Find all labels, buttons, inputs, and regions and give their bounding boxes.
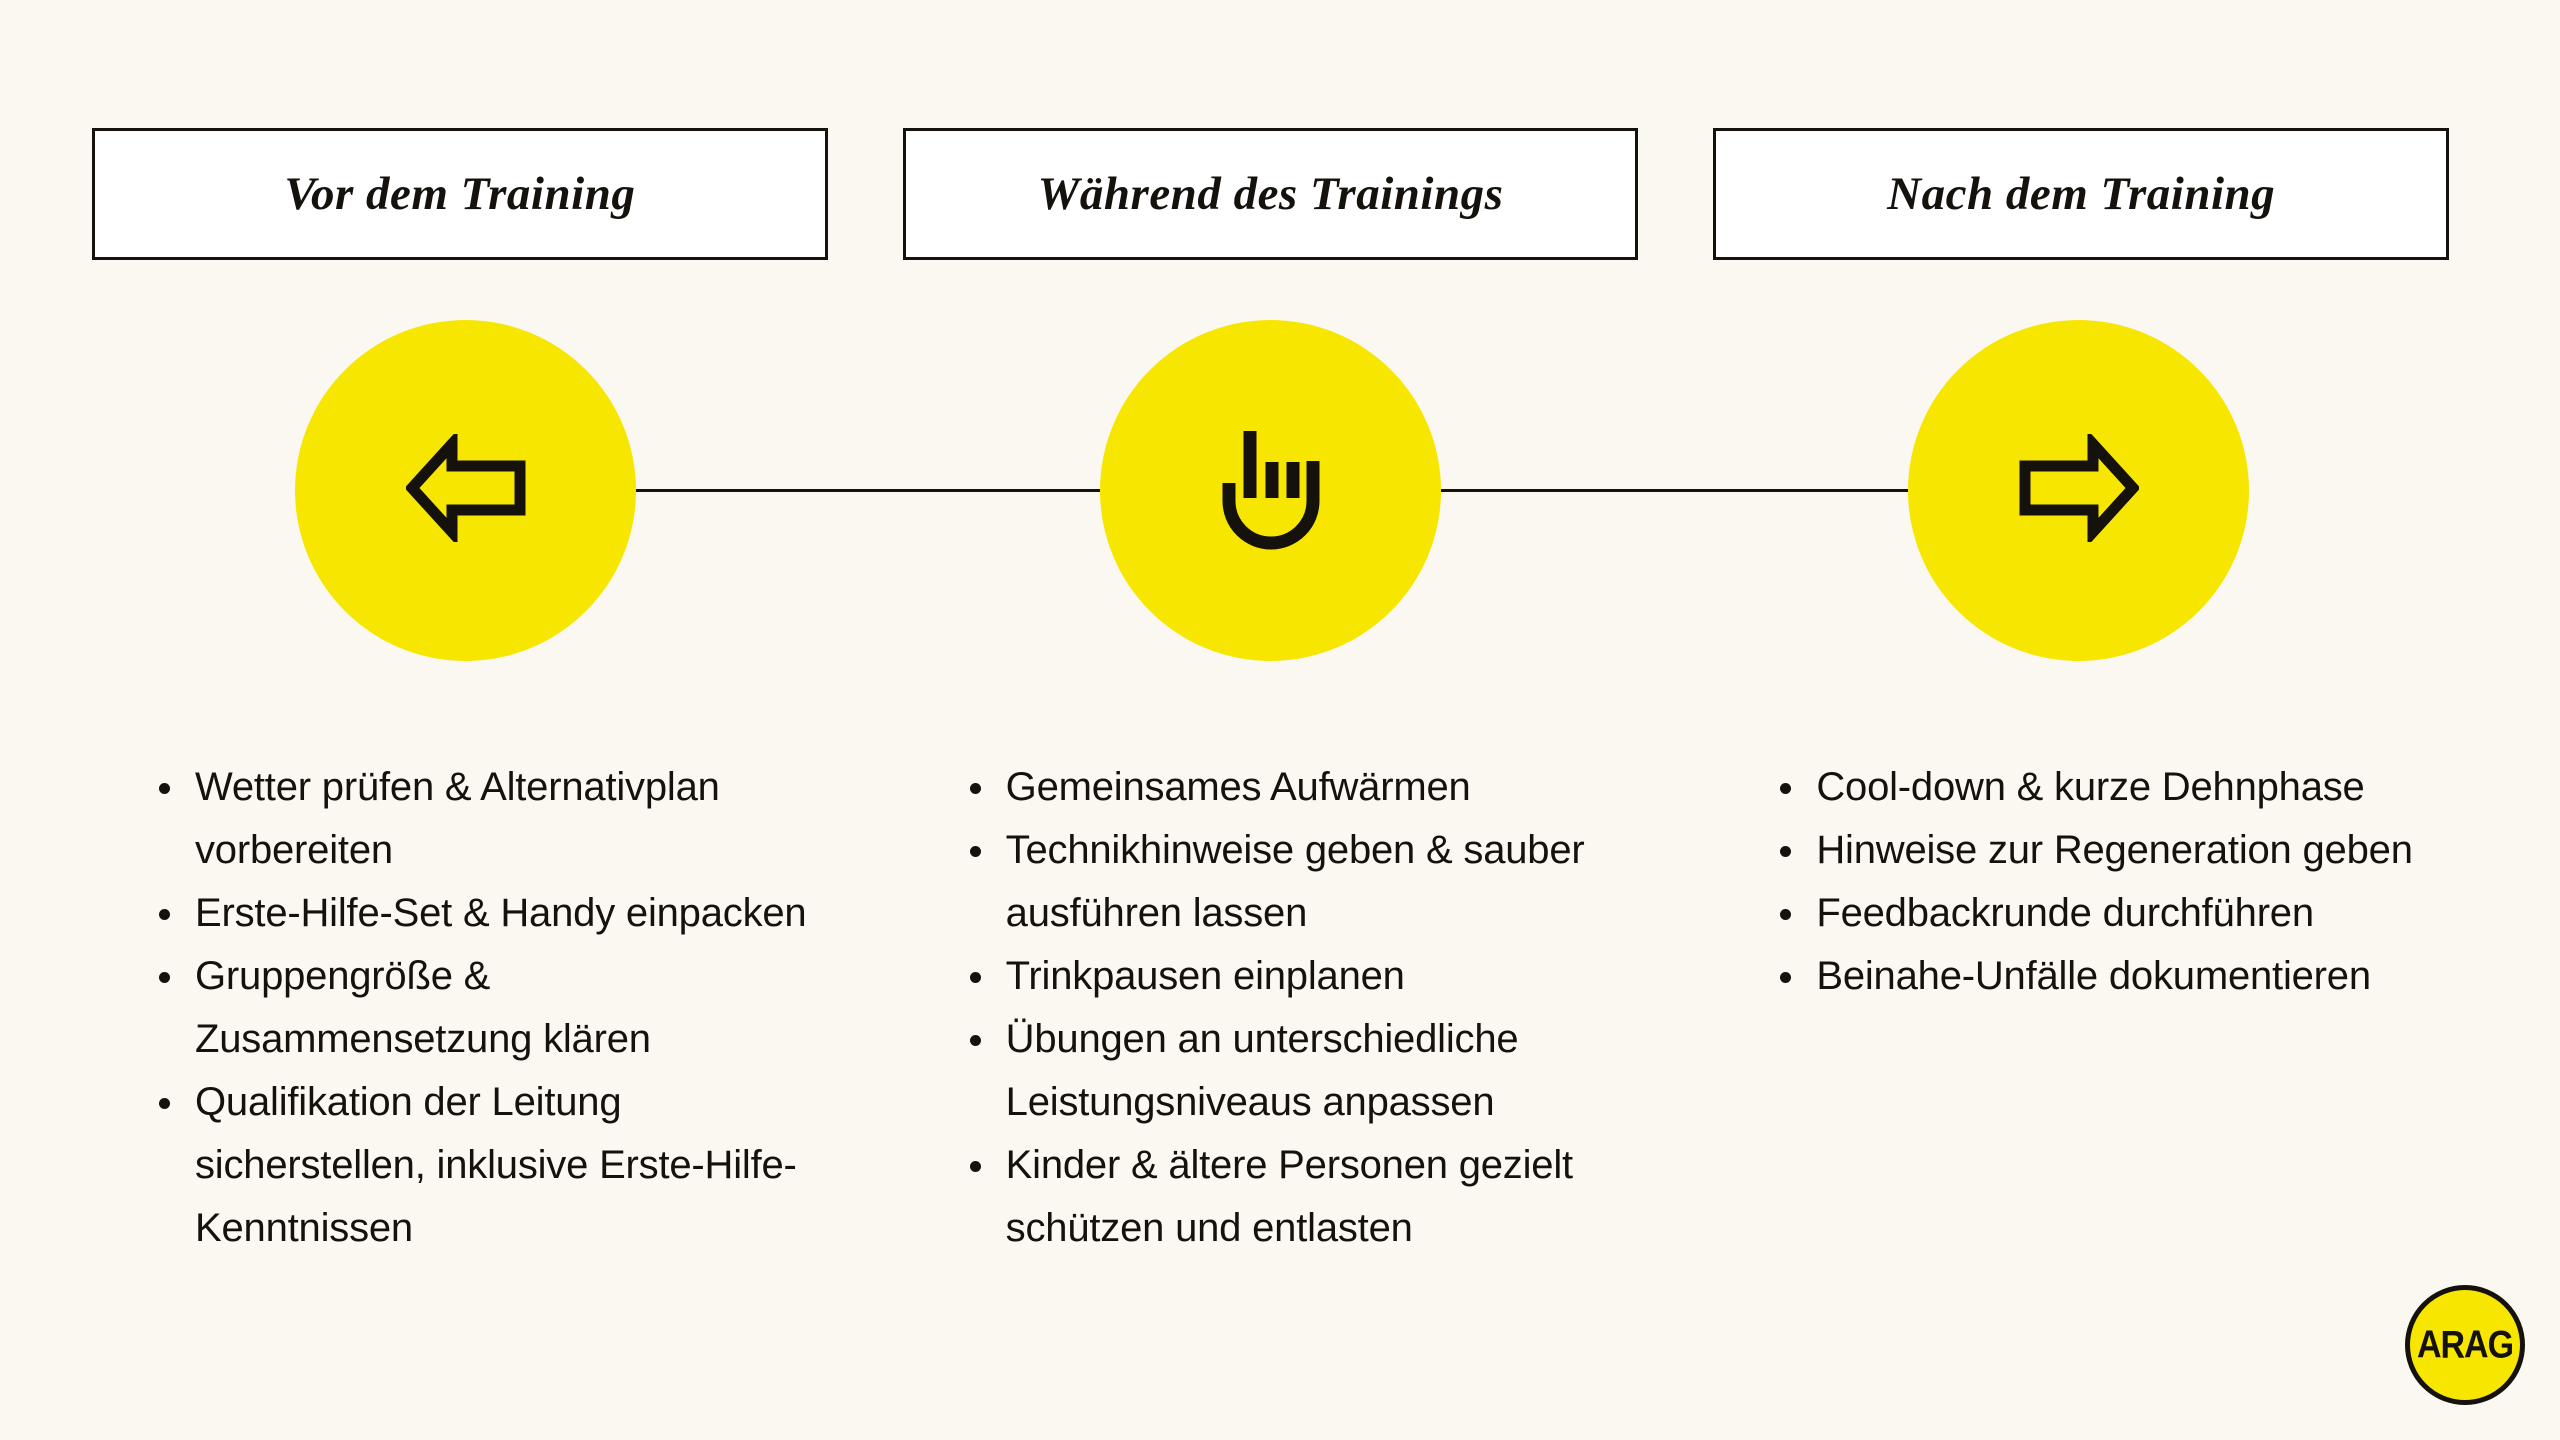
phase-icon-row (0, 320, 2560, 665)
phase-content-columns: Wetter prüfen & Alternativplan vorbereit… (92, 756, 2449, 1260)
hand-icon (1219, 425, 1323, 556)
list-item: Trinkpausen einplanen (966, 945, 1639, 1008)
phase-column-1: Wetter prüfen & Alternativplan vorbereit… (92, 756, 828, 1260)
list-item: Hinweise zur Regeneration geben (1776, 819, 2449, 882)
list-item: Cool-down & kurze Dehnphase (1776, 756, 2449, 819)
list-item: Feedbackrunde durchführen (1776, 882, 2449, 945)
bullet-list-3: Cool-down & kurze Dehnphase Hinweise zur… (1776, 756, 2449, 1008)
phase-title-3: Nach dem Training (1887, 168, 2276, 220)
arag-logo-circle: ARAG (2405, 1285, 2525, 1405)
phase-header-box-2: Während des Trainings (902, 128, 1639, 260)
bullet-list-2: Gemeinsames Aufwärmen Technikhinweise ge… (966, 756, 1639, 1260)
phase-header-row: Vor dem Training Während des Trainings N… (92, 128, 2450, 260)
phase-node-2 (1100, 320, 1441, 661)
phase-title-1: Vor dem Training (284, 168, 636, 220)
list-item: Übungen an unterschiedliche Leistungsniv… (966, 1008, 1639, 1134)
list-item: Gemeinsames Aufwärmen (966, 756, 1639, 819)
bullet-list-1: Wetter prüfen & Alternativplan vorbereit… (155, 756, 828, 1260)
phase-node-3 (1908, 320, 2249, 661)
list-item: Qualifikation der Leitung sicherstellen,… (155, 1071, 828, 1260)
phase-header-box-1: Vor dem Training (92, 128, 828, 260)
arag-logo-text: ARAG (2416, 1322, 2514, 1367)
phase-column-3: Cool-down & kurze Dehnphase Hinweise zur… (1713, 756, 2449, 1260)
list-item: Wetter prüfen & Alternativplan vorbereit… (155, 756, 828, 882)
list-item: Kinder & ältere Personen gezielt schütze… (966, 1134, 1639, 1260)
list-item: Technikhinweise geben & sauber ausführen… (966, 819, 1639, 945)
phase-title-2: Während des Trainings (1037, 168, 1504, 220)
list-item: Erste-Hilfe-Set & Handy einpacken (155, 882, 828, 945)
phase-node-1 (295, 320, 636, 661)
arrow-right-icon (2019, 429, 2140, 547)
phase-column-2: Gemeinsames Aufwärmen Technikhinweise ge… (903, 756, 1639, 1260)
arag-logo: ARAG (2405, 1285, 2525, 1405)
arrow-left-icon (404, 429, 526, 547)
phase-header-box-3: Nach dem Training (1713, 128, 2450, 260)
list-item: Beinahe-Unfälle dokumentieren (1776, 945, 2449, 1008)
list-item: Gruppengröße & Zusammensetzung klären (155, 945, 828, 1071)
